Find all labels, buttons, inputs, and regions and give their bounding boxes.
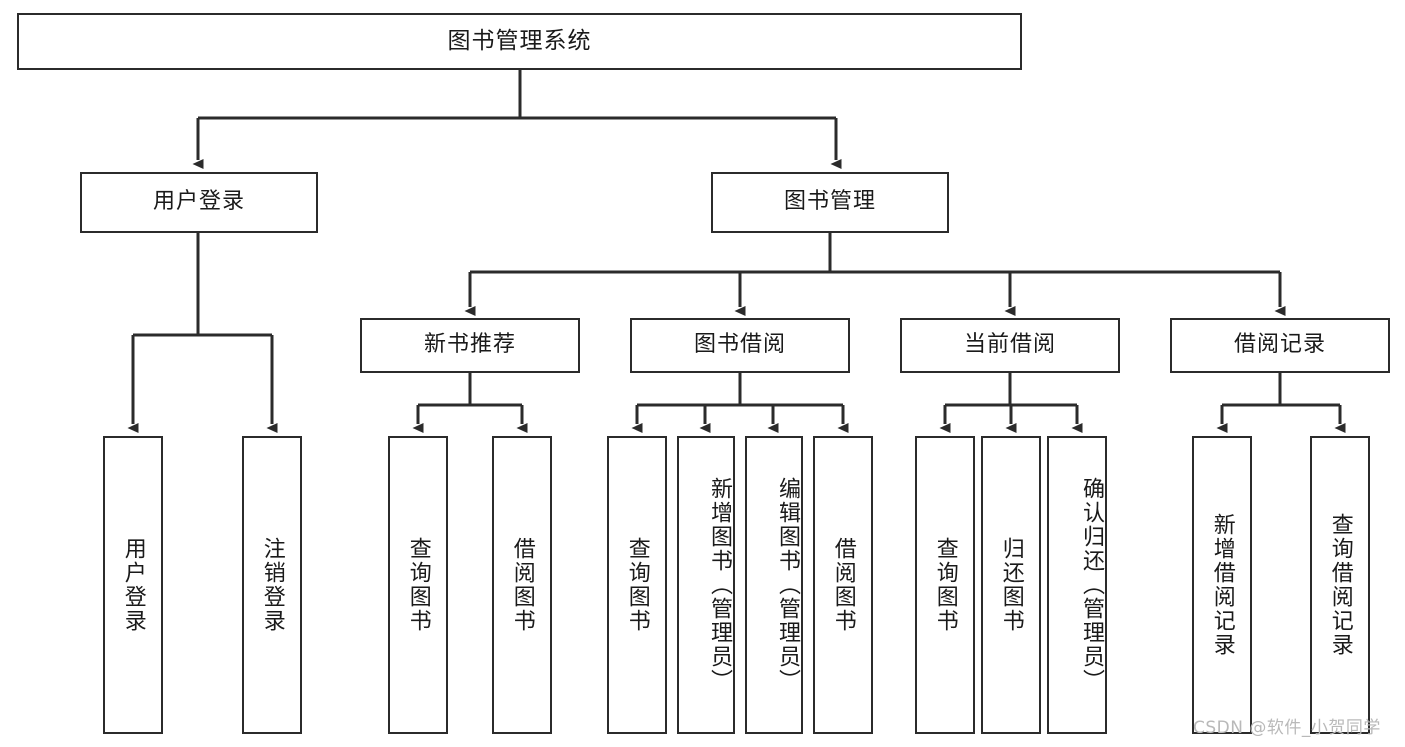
leaf-add-book-admin[interactable]: 新增图书（管理员） [677, 436, 735, 734]
node-label: 编辑图书（管理员） [775, 477, 800, 693]
node-label: 新增图书（管理员） [707, 477, 732, 693]
node-label: 确认归还（管理员） [1079, 477, 1104, 693]
leaf-logout[interactable]: 注销登录 [242, 436, 302, 734]
leaf-user-login[interactable]: 用户登录 [103, 436, 163, 734]
node-label: 新增借阅记录 [1209, 513, 1235, 657]
node-label: 图书管理 [783, 189, 876, 215]
leaf-query-book-current[interactable]: 查询图书 [915, 436, 975, 734]
leaf-query-book-borrow[interactable]: 查询图书 [607, 436, 667, 734]
node-label: 归还图书 [998, 537, 1024, 633]
node-new-book-recommend[interactable]: 新书推荐 [360, 318, 580, 373]
node-label: 查询图书 [932, 537, 958, 633]
node-label: 图书借阅 [693, 332, 786, 358]
leaf-edit-book-admin[interactable]: 编辑图书（管理员） [745, 436, 803, 734]
node-book-management[interactable]: 图书管理 [711, 172, 949, 233]
leaf-query-book-new[interactable]: 查询图书 [388, 436, 448, 734]
node-label: 新书推荐 [423, 332, 516, 358]
node-user-login[interactable]: 用户登录 [80, 172, 318, 233]
node-label: 借阅图书 [509, 537, 535, 633]
node-label: 借阅记录 [1233, 332, 1326, 358]
node-label: 借阅图书 [830, 537, 856, 633]
node-label: 注销登录 [259, 537, 285, 633]
node-label: 查询图书 [624, 537, 650, 633]
leaf-confirm-return-admin[interactable]: 确认归还（管理员） [1047, 436, 1107, 734]
node-label: 用户登录 [120, 537, 146, 633]
leaf-return-book[interactable]: 归还图书 [981, 436, 1041, 734]
leaf-query-borrow-record[interactable]: 查询借阅记录 [1310, 436, 1370, 734]
node-book-borrow[interactable]: 图书借阅 [630, 318, 850, 373]
node-label: 查询图书 [405, 537, 431, 633]
node-label: 用户登录 [152, 189, 245, 215]
leaf-borrow-book[interactable]: 借阅图书 [813, 436, 873, 734]
leaf-add-borrow-record[interactable]: 新增借阅记录 [1192, 436, 1252, 734]
node-borrow-record[interactable]: 借阅记录 [1170, 318, 1390, 373]
node-label: 查询借阅记录 [1327, 513, 1353, 657]
node-label: 当前借阅 [963, 332, 1056, 358]
csdn-watermark: CSDN @软件_小贺同学 [1193, 718, 1381, 738]
node-label: 图书管理系统 [447, 27, 592, 54]
node-current-borrow[interactable]: 当前借阅 [900, 318, 1120, 373]
leaf-borrow-book-new[interactable]: 借阅图书 [492, 436, 552, 734]
node-root-book-management-system[interactable]: 图书管理系统 [17, 13, 1022, 70]
